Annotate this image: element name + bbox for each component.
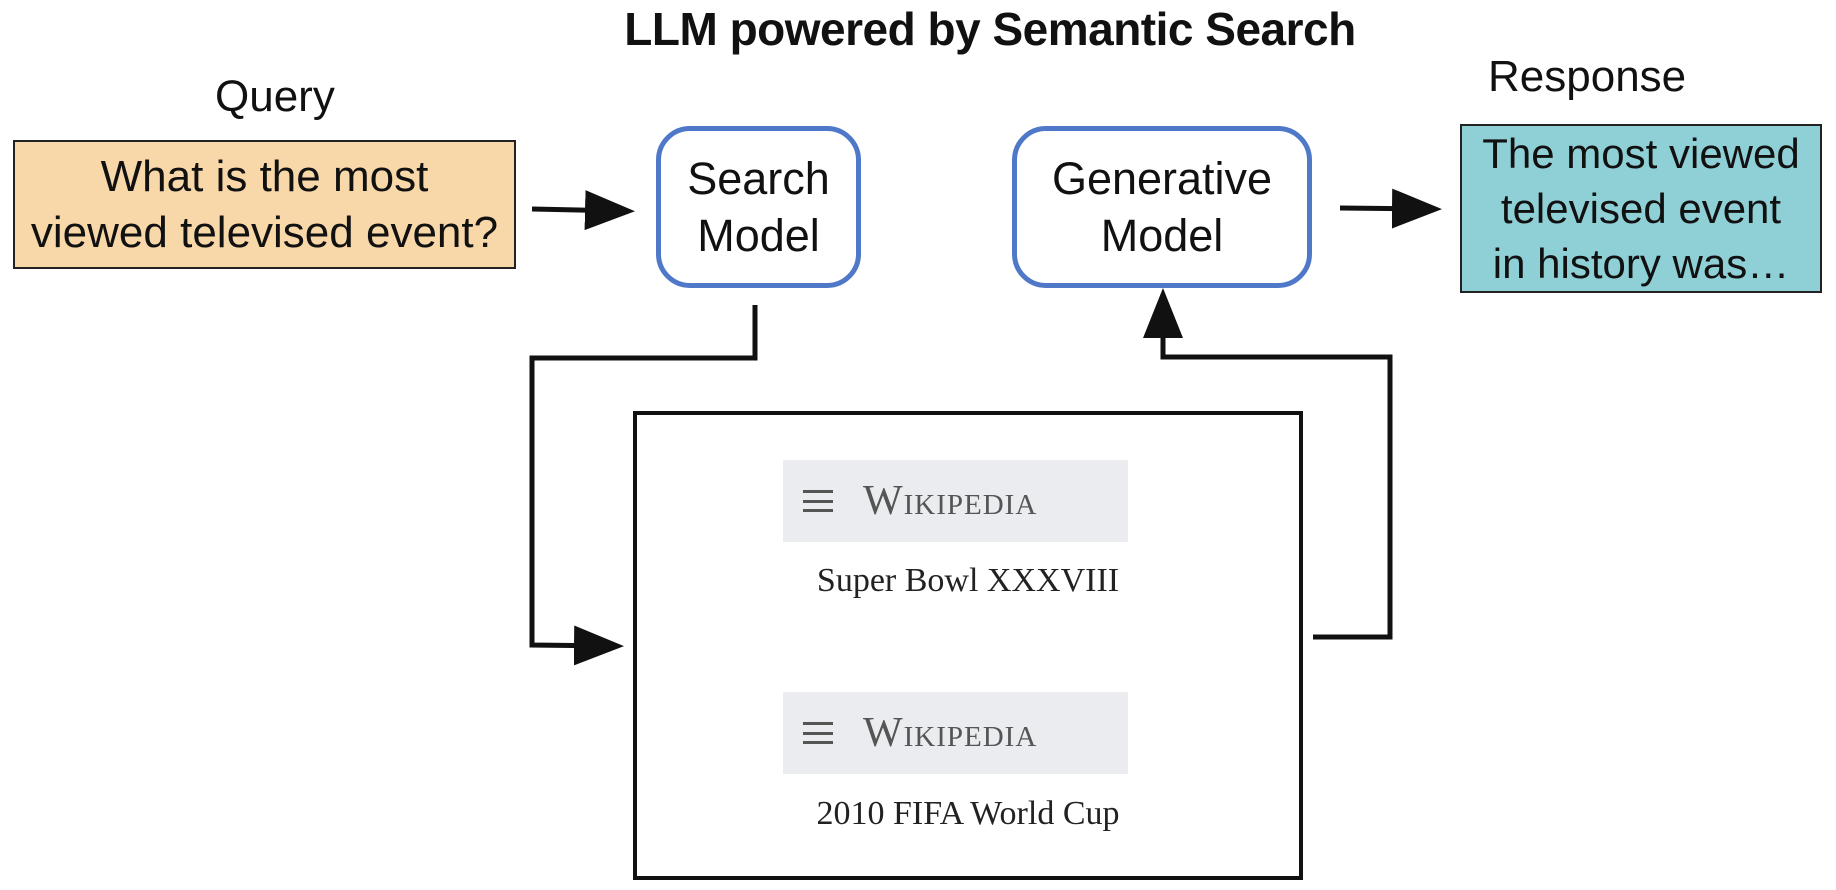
- response-label: Response: [1488, 52, 1687, 101]
- article-title-1: Super Bowl XXXVIII: [816, 562, 1120, 599]
- wikipedia-logo: Wikipedia: [863, 478, 1038, 524]
- generative-model-line-2: Model: [1100, 210, 1224, 261]
- arrow-search-to-documents: [529, 305, 758, 666]
- arrow-generative-to-response: [1339, 188, 1442, 229]
- query-text-line-2: viewed televised event?: [30, 207, 499, 257]
- retrieved-documents-box: Wikipedia Super Bowl XXXVIII Wikipedia 2…: [633, 411, 1303, 880]
- response-box: The most viewed televised event in histo…: [1460, 124, 1822, 293]
- generative-model-line-1: Generative: [1051, 153, 1273, 204]
- arrow-query-to-search: [531, 190, 635, 231]
- response-line-3: in history was…: [1492, 240, 1790, 287]
- generative-model-box: Generative Model: [1012, 126, 1312, 288]
- arrow-documents-to-generative: [1143, 288, 1393, 640]
- response-line-1: The most viewed: [1482, 130, 1800, 177]
- wikipedia-header-1: Wikipedia: [783, 460, 1128, 542]
- wikipedia-logo: Wikipedia: [863, 710, 1038, 756]
- search-model-line-1: Search: [687, 153, 830, 204]
- search-model-line-2: Model: [697, 210, 820, 261]
- query-label: Query: [215, 72, 335, 121]
- menu-icon: [803, 490, 833, 512]
- wikipedia-header-2: Wikipedia: [783, 692, 1128, 774]
- search-model-box: Search Model: [656, 126, 861, 288]
- query-text-line-1: What is the most: [100, 151, 429, 201]
- menu-icon: [803, 722, 833, 744]
- response-line-2: televised event: [1500, 185, 1782, 232]
- article-title-2: 2010 FIFA World Cup: [816, 795, 1120, 832]
- diagram-title: LLM powered by Semantic Search: [624, 3, 1356, 55]
- query-box: What is the most viewed televised event?: [13, 140, 516, 269]
